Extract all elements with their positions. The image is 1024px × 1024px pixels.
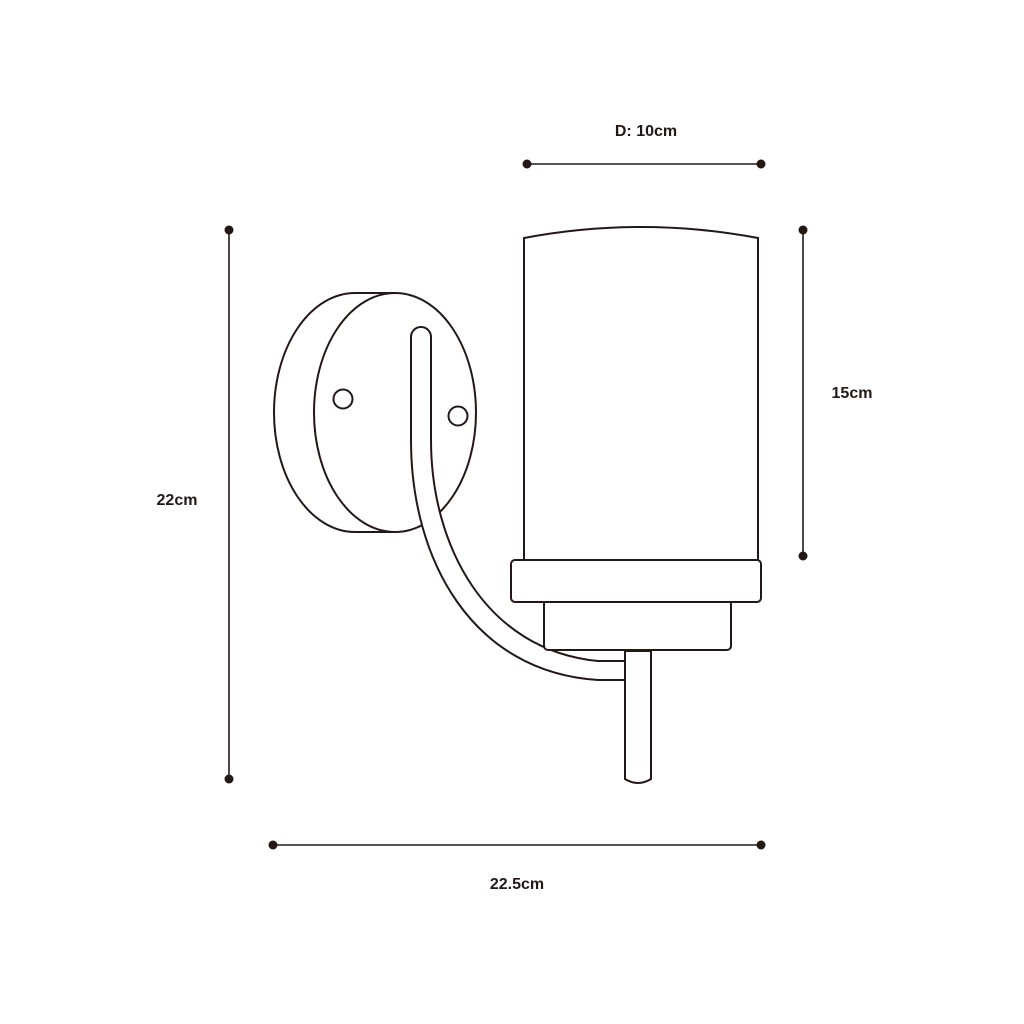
shade-collar (510, 559, 762, 603)
lamp-holder (543, 599, 732, 651)
wall-backplate (273, 292, 477, 533)
dimension-total-height: 22cm (157, 225, 234, 784)
dimension-shade-height: 15cm (798, 225, 873, 561)
screw-hole-right (447, 405, 469, 427)
diameter-label: D: 10cm (615, 123, 677, 140)
shade-height-label: 15cm (832, 385, 873, 402)
total-width-label: 22.5cm (490, 876, 544, 893)
dimension-total-width: 22.5cm (268, 840, 766, 893)
screw-hole-left (332, 388, 354, 410)
cylindrical-glass-shade (523, 226, 759, 561)
curved-arm (410, 326, 626, 681)
dimension-diameter: D: 10cm (522, 123, 766, 169)
bottom-rod (624, 650, 652, 784)
total-height-label: 22cm (157, 492, 198, 509)
